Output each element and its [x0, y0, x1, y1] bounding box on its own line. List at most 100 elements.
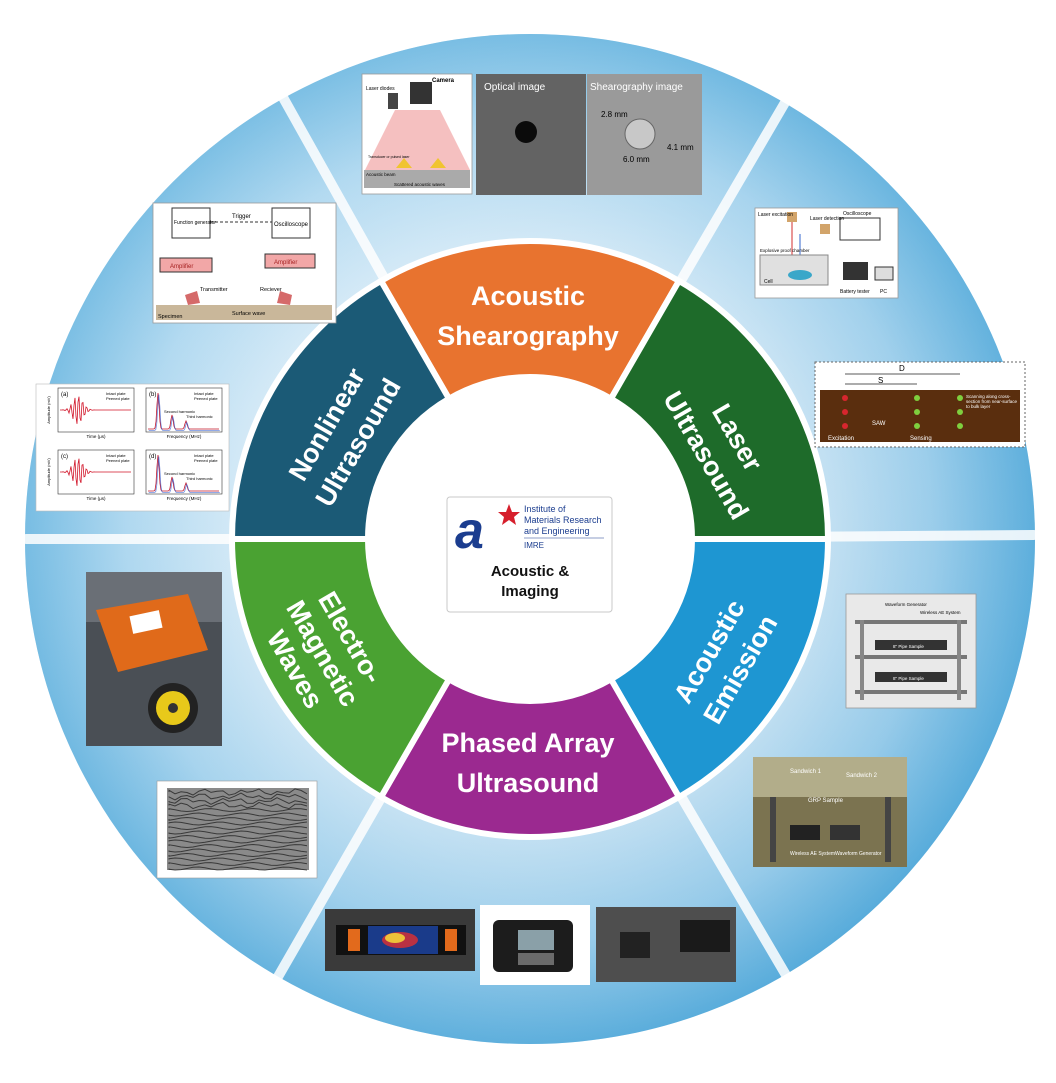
nl-second-harmonic: Second harmonic [164, 409, 195, 414]
gpr-trace [168, 788, 308, 796]
fig-shearo-laser: Laser diodes [366, 86, 395, 92]
label-acoustic-shearography-2: Shearography [437, 321, 619, 351]
fig-ae2-label3: Sandwich 2 [846, 773, 878, 779]
nl-legend-intact: Intact plate [194, 453, 214, 458]
fig-nl-amplifier-2: Amplifier [274, 260, 297, 266]
logo-abbrev: IMRE [524, 541, 544, 550]
fig-nl-surface-wave: Surface wave [232, 311, 265, 317]
nl-panel-signal [60, 396, 131, 424]
nl-legend-peened: Peened plate [194, 396, 218, 401]
figure-saw-diagram: D S SAW Excitation Sensing Scanning alon… [814, 361, 1026, 448]
fig-ae2-label1: GRP Sample [808, 798, 844, 804]
fig-ae1-label1: Waveform Generator [885, 602, 927, 607]
nl-panel-signal [148, 456, 220, 493]
fig-ae1-label4: 8" Pipe Sample [893, 676, 924, 681]
gpr-trace [168, 801, 308, 810]
imre-logo-card: a Institute of Materials Research and En… [446, 496, 613, 613]
nl-panel-signal [148, 394, 220, 431]
nl-legend-intact: Intact plate [194, 391, 214, 396]
gpr-trace [168, 816, 308, 822]
logo-line-2: Materials Research [524, 515, 602, 525]
nl-xlabel: Frequency (MHz) [167, 496, 202, 501]
gpr-trace [168, 821, 308, 826]
fig-saw-note: Scanning along cross-section from near-s… [966, 394, 1018, 409]
nl-panel-tag: (d) [149, 454, 156, 460]
fig-nl-oscilloscope: Oscilloscope [274, 222, 309, 228]
fig-ae1-label2: Wireless AE System [920, 610, 961, 615]
gpr-trace [168, 839, 308, 844]
nl-xlabel: Time (μs) [87, 496, 106, 501]
fig-saw-saw: SAW [872, 421, 886, 427]
figure-shearography-image: Shearography image 2.8 mm 4.1 mm 6.0 mm [587, 74, 702, 195]
figure-em-device-photo [86, 572, 222, 746]
label-acoustic-shearography-1: Acoustic [471, 281, 585, 311]
fig-laser-battery: Battery tester [840, 289, 870, 295]
figure-phased-array-photo-1 [325, 909, 475, 971]
gpr-trace [168, 852, 308, 858]
fig-shearo-camera: Camera [432, 78, 455, 84]
fig-shearo-dim2: 4.1 mm [667, 143, 694, 152]
fig-shearo-dim3: 6.0 mm [623, 155, 650, 164]
center-title-line-2: Imaging [501, 583, 559, 600]
gpr-trace [168, 812, 308, 817]
fig-nl-transmitter: Transmitter [200, 287, 228, 293]
fig-shearo-beam: Acoustic beam [366, 172, 396, 177]
fig-nl-receiver: Reciever [260, 287, 282, 293]
label-phased-array-1: Phased Array [441, 728, 614, 758]
fig-optical-title: Optical image [484, 82, 546, 93]
gpr-trace [168, 792, 308, 801]
nl-panel-signal [148, 454, 219, 492]
figure-shearography-setup: Camera Laser diodes Transducer or pulsed… [361, 73, 473, 195]
label-phased-array-2: Ultrasound [457, 768, 600, 798]
fig-laser-detection: Laser detection [810, 216, 844, 222]
gpr-trace [168, 797, 308, 805]
nl-legend-intact: Intact plate [106, 391, 126, 396]
fig-ae2-label4: Wireless AE System [790, 851, 835, 857]
nl-ylabel: Amplitude (mV) [46, 458, 51, 486]
logo-line-1: Institute of [524, 504, 566, 514]
fig-ae2-label2: Sandwich 1 [790, 769, 822, 775]
figure-phased-array-photo-2 [480, 905, 590, 985]
nl-legend-peened: Peened plate [106, 396, 130, 401]
fig-shearo-scattered: Scattered acoustic waves [394, 182, 446, 187]
figure-optical-image: Optical image [476, 74, 586, 195]
nl-panel-signal [148, 392, 219, 430]
fig-laser-excitation: Laser excitation [758, 212, 793, 218]
gpr-trace [168, 843, 308, 849]
fig-saw-d: D [899, 364, 905, 373]
gpr-trace [168, 866, 308, 871]
fig-shearo-image-title: Shearography image [590, 82, 683, 93]
nl-panel-tag: (a) [61, 392, 68, 398]
fig-saw-sensing: Sensing [910, 436, 932, 442]
figure-ae-photo-1: Waveform Generator Wireless AE System 8"… [845, 593, 977, 709]
figure-phased-array-photo-3 [596, 907, 736, 982]
fig-nl-amplifier-1: Amplifier [170, 264, 193, 270]
figure-laser-setup: Laser excitation Laser detection Oscillo… [754, 207, 899, 299]
nl-panel-tag: (c) [61, 454, 68, 460]
figure-ae-photo-2: GRP Sample Sandwich 1 Sandwich 2 Wireles… [753, 757, 907, 867]
nl-legend-peened: Peened plate [194, 458, 218, 463]
nl-legend-peened: Peened plate [106, 458, 130, 463]
fig-nl-trigger: Trigger [232, 214, 251, 220]
figure-gpr-scan [156, 780, 318, 879]
fig-ae1-label3: 8" Pipe Sample [893, 644, 924, 649]
nl-panel-signal [60, 458, 131, 486]
nl-third-harmonic: Third harmonic [186, 414, 213, 419]
gpr-trace [168, 807, 308, 813]
gpr-trace [168, 857, 308, 862]
fig-laser-chamber: Explosive proof chamber [760, 248, 810, 253]
logo-line-3: and Engineering [524, 526, 590, 536]
fig-shearo-dim1: 2.8 mm [601, 110, 628, 119]
fig-laser-oscilloscope: Oscilloscope [843, 211, 872, 217]
nl-panel-tag: (b) [149, 392, 156, 398]
nl-xlabel: Frequency (MHz) [167, 434, 202, 439]
center-title-line-1: Acoustic & [491, 563, 570, 580]
gpr-trace [168, 848, 308, 853]
gpr-trace [168, 830, 308, 835]
fig-shearo-transducer: Transducer or pulsed laser [368, 155, 410, 159]
nl-xlabel: Time (μs) [87, 434, 106, 439]
fig-laser-cell: Cell [764, 279, 773, 285]
